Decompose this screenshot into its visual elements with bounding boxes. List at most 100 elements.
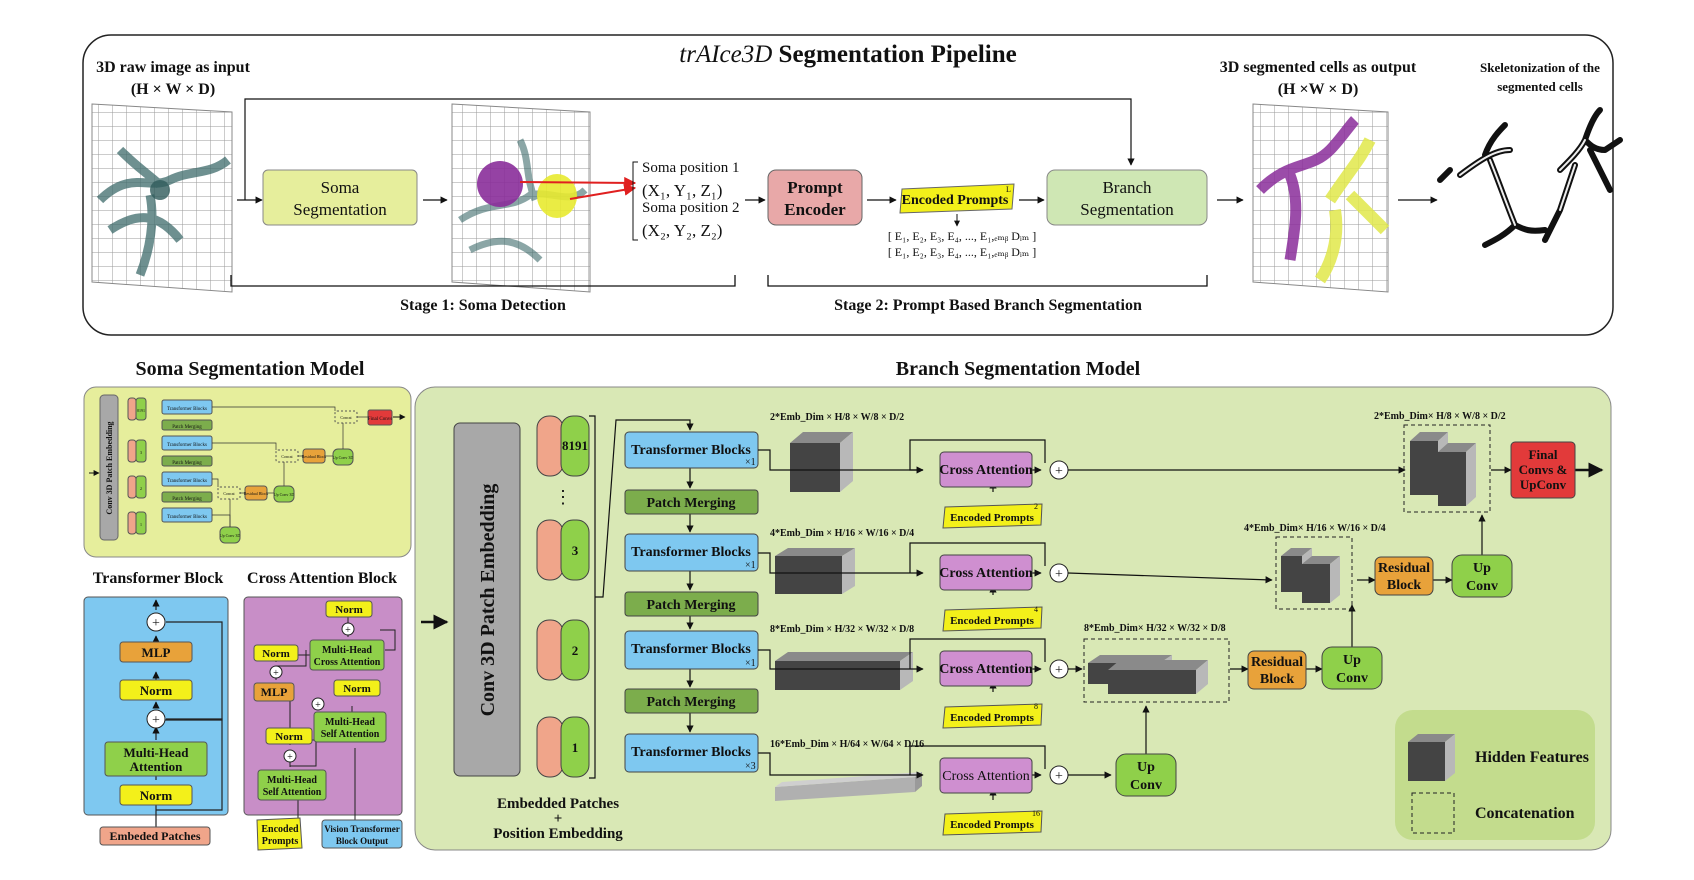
soma-token-8191: 8191 xyxy=(137,408,145,413)
branch-seg-label-1: Branch xyxy=(1102,178,1152,197)
tb-norm-top-label: Norm xyxy=(140,683,173,698)
branch-token-8191: 8191 xyxy=(562,438,588,453)
branch-token-2: 2 xyxy=(572,643,579,658)
pm-stage3-label: Patch Merging xyxy=(646,695,735,710)
encoded-prompts-4-sup: 4 xyxy=(1034,605,1038,614)
cab-mhsa xyxy=(313,711,387,743)
final-convs-box xyxy=(1510,441,1576,499)
dims-stage3: 8*Emb_Dim × H/32 × W/32 × D/8 xyxy=(770,624,914,635)
encoded-prompts-4 xyxy=(942,606,1043,632)
embedded-label-plus: + xyxy=(554,811,563,827)
output-label: 3D segmented cells as output xyxy=(1220,59,1417,76)
tb-norm-bottom xyxy=(119,784,193,806)
soma-tb-1: Transformer Blocks xyxy=(167,407,207,412)
concat-box-3 xyxy=(1083,638,1230,703)
cab-add-4-glyph: + xyxy=(287,752,293,763)
concat-cubes-1 xyxy=(1410,432,1476,506)
soma-final-label: Final Convs xyxy=(368,417,392,422)
cab-mhsa2-label-2: Self Attention xyxy=(263,787,322,798)
cross-attention-1 xyxy=(939,451,1033,488)
soma-tb-2: Transformer Blocks xyxy=(167,443,207,448)
input-label: 3D raw image as input xyxy=(96,59,250,76)
embedding-row-2: [ E₁, E₂, E₃, E₄, ..., E₁,ₑₘᵦ Dᵢₘ ] xyxy=(888,245,1036,259)
upconv-3-label-2: Conv xyxy=(1130,778,1162,793)
upconv-1-label-1: Up xyxy=(1343,653,1361,668)
pm-stage1-label: Patch Merging xyxy=(646,496,735,511)
soma-upconv-2-label: Up Conv 3D xyxy=(274,492,295,497)
skeleton-label-2: segmented cells xyxy=(1497,79,1583,94)
cross-attention-2-label: Cross Attention xyxy=(939,566,1033,581)
cross-attention-1-label: Cross Attention xyxy=(939,463,1033,478)
tb-stage4-mult: ×3 xyxy=(745,761,756,772)
tb-mlp-label: MLP xyxy=(142,645,171,660)
cab-mhsa2-label-1: Multi-Head xyxy=(267,775,317,786)
tb-stage1-mult: ×1 xyxy=(745,457,756,468)
encoded-prompts-16-label: Encoded Prompts xyxy=(950,819,1035,831)
cross-attention-3 xyxy=(939,650,1033,687)
stage1-label: Stage 1: Soma Detection xyxy=(400,297,566,314)
dims-stage2: 4*Emb_Dim × H/16 × W/16 × D/4 xyxy=(770,528,914,539)
prompt-encoder-label-1: Prompt xyxy=(787,178,843,197)
tb-norm-top xyxy=(119,679,193,701)
tb-add-1 xyxy=(146,709,166,729)
tb-input-label: Embeded Patches xyxy=(110,829,201,843)
cab-input-right-2: Block Output xyxy=(336,836,388,846)
cab-mlp-label: MLP xyxy=(261,685,288,699)
raw-image xyxy=(91,103,233,293)
concat-dims-3: 8*Emb_Dim× H/32 × W/32 × D/8 xyxy=(1084,623,1226,634)
soma-model-title: Soma Segmentation Model xyxy=(136,358,365,380)
soma-tb-4: Transformer Blocks xyxy=(167,515,207,520)
encoded-prompts-8-label: Encoded Prompts xyxy=(950,712,1035,724)
soma-pm-2: Patch Merging xyxy=(172,461,202,466)
cab-input-encoded-prompts xyxy=(256,817,303,851)
final-label-2: Convs & xyxy=(1519,462,1568,477)
soma-concat-1-label: Concat xyxy=(340,415,352,420)
cab-input-vit xyxy=(321,819,403,849)
residual-block-1 xyxy=(1247,650,1307,690)
cab-norm-mid xyxy=(333,679,381,697)
embedding-row-1: [ E₁, E₂, E₃, E₄, ..., E₁,ₑₘᵦ Dᵢₘ ] xyxy=(888,229,1036,243)
upconv-3-label-1: Up xyxy=(1137,760,1155,775)
tb-mlp xyxy=(119,641,193,663)
upconv-2 xyxy=(1451,554,1513,598)
soma-token-3: 3 xyxy=(140,450,142,455)
cross-attention-4-label: Cross Attention xyxy=(942,769,1030,784)
cab-add-1-glyph: + xyxy=(345,625,351,636)
residual-block-2 xyxy=(1374,556,1434,596)
cab-add-3-glyph: + xyxy=(315,700,321,711)
encoded-prompts-sup: L xyxy=(1006,185,1011,194)
branch-seg-label-2: Segmentation xyxy=(1080,200,1174,219)
tb-stage1-label: Transformer Blocks xyxy=(631,443,751,458)
branch-patch-embedding xyxy=(453,422,521,777)
upconv-2-label-1: Up xyxy=(1473,561,1491,576)
pm-stage2-label: Patch Merging xyxy=(646,598,735,613)
cab-mhca xyxy=(309,639,385,671)
cab-mhca-label-1: Multi-Head xyxy=(322,645,372,656)
cab-add-3 xyxy=(311,697,325,711)
embedded-label-2: Position Embedding xyxy=(493,826,623,842)
prompt-encoder-box xyxy=(767,169,863,226)
cab-mlp xyxy=(253,682,295,702)
embedded-label-1: Embedded Patches xyxy=(497,796,619,812)
tb-add-1-glyph: + xyxy=(152,713,160,728)
cab-norm-top xyxy=(325,600,373,618)
concat-dims-1: 2*Emb_Dim× H/8 × W/8 × D/2 xyxy=(1374,411,1506,422)
feature-cube-stage1 xyxy=(790,432,853,492)
upconv-1 xyxy=(1321,646,1383,690)
cab-input-left-1: Encoded xyxy=(261,824,299,835)
soma-residual-1-label: Residual Block xyxy=(302,454,327,459)
soma-concat-3-label: Concat xyxy=(223,491,235,496)
stage2-label: Stage 2: Prompt Based Branch Segmentatio… xyxy=(834,297,1142,314)
upconv-3 xyxy=(1115,753,1177,797)
soma-patch-embedding-label: Conv 3D Patch Embedding xyxy=(105,421,114,514)
soma-patch-embedding xyxy=(99,394,119,541)
tb-mha-label-1: Multi-Head xyxy=(124,745,190,760)
tb-mha-label-2: Attention xyxy=(130,759,183,774)
add-node-4-glyph: + xyxy=(1055,769,1063,784)
upconv-2-label-2: Conv xyxy=(1466,579,1498,594)
residual-block-1-label-2: Block xyxy=(1260,672,1294,687)
soma-position-2-coords: (X₂, Y₂, Z₂) xyxy=(642,221,722,240)
soma-token-2: 2 xyxy=(140,486,142,491)
concat-box-1 xyxy=(1403,424,1491,513)
